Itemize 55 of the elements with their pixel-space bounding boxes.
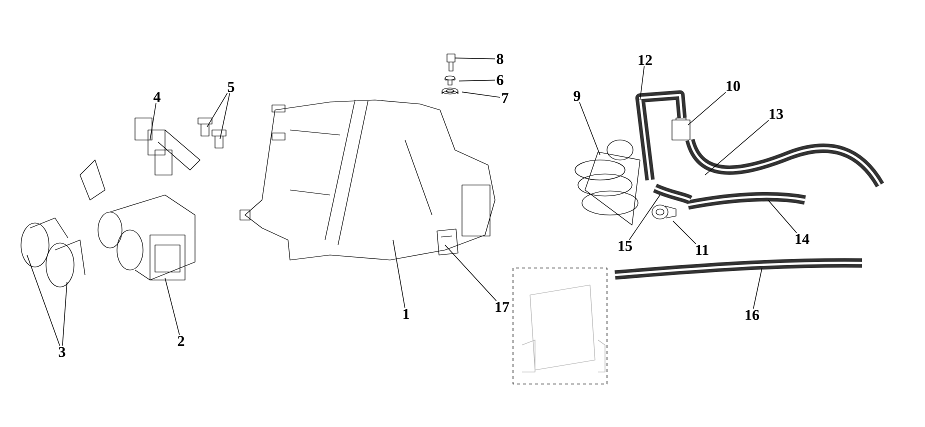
boot-drawing xyxy=(46,240,86,288)
leader-line xyxy=(164,278,180,336)
callout-number: 3 xyxy=(58,346,66,358)
leader-line xyxy=(220,92,230,140)
leader-line xyxy=(444,244,497,302)
callout-number: 13 xyxy=(770,108,783,120)
leader-line xyxy=(462,92,500,98)
leader-line xyxy=(672,220,696,244)
callout-number: 8 xyxy=(496,54,504,64)
callout-number: 9 xyxy=(574,90,580,102)
grommet-drawing xyxy=(442,88,458,94)
washer-drawing xyxy=(444,76,456,86)
leader-line xyxy=(704,120,770,176)
callout-number: 2 xyxy=(178,336,184,346)
leader-line xyxy=(458,80,496,82)
leader-line xyxy=(392,240,406,308)
leader-line xyxy=(26,254,60,346)
hose-drawing xyxy=(635,90,687,181)
leader-line xyxy=(454,58,496,60)
hose-drawing xyxy=(653,184,692,204)
bolt-drawing xyxy=(198,118,212,136)
callout-number: 16 xyxy=(746,310,760,320)
leader-line xyxy=(768,200,797,234)
leader-line xyxy=(752,268,762,310)
callout-number: 1 xyxy=(403,309,409,319)
callout-number: 14 xyxy=(796,234,810,244)
leader-line xyxy=(628,194,660,240)
leader-line xyxy=(640,66,645,100)
canister-drawing xyxy=(574,140,640,226)
callout-number: 17 xyxy=(496,302,510,312)
injector-drawing xyxy=(134,118,200,176)
leader-line xyxy=(150,102,156,140)
clamp-drawing xyxy=(652,204,676,220)
airbox-drawing xyxy=(240,100,496,260)
boot-drawing xyxy=(20,218,68,268)
leader-line xyxy=(62,282,68,346)
callout-number: 6 xyxy=(496,74,504,86)
callout-number: 7 xyxy=(502,93,508,103)
hose-drawing xyxy=(614,258,862,280)
callout-number: 15 xyxy=(618,240,632,251)
flange-drawing xyxy=(436,228,458,256)
callout-number: 12 xyxy=(638,55,652,65)
throttle-body-drawing xyxy=(98,194,196,280)
bolt-drawing xyxy=(212,130,226,148)
leader-line xyxy=(206,92,228,128)
callout-number: 5 xyxy=(228,82,234,92)
callout-number: 11 xyxy=(696,245,708,255)
leader-line xyxy=(579,102,600,156)
callout-number: 10 xyxy=(726,80,740,92)
valve-drawing xyxy=(672,118,690,140)
hose-drawing xyxy=(687,192,806,210)
callout-number: 4 xyxy=(153,92,160,102)
leader-line xyxy=(688,92,726,126)
hose-drawing xyxy=(686,138,884,188)
screw-drawing xyxy=(446,54,456,72)
